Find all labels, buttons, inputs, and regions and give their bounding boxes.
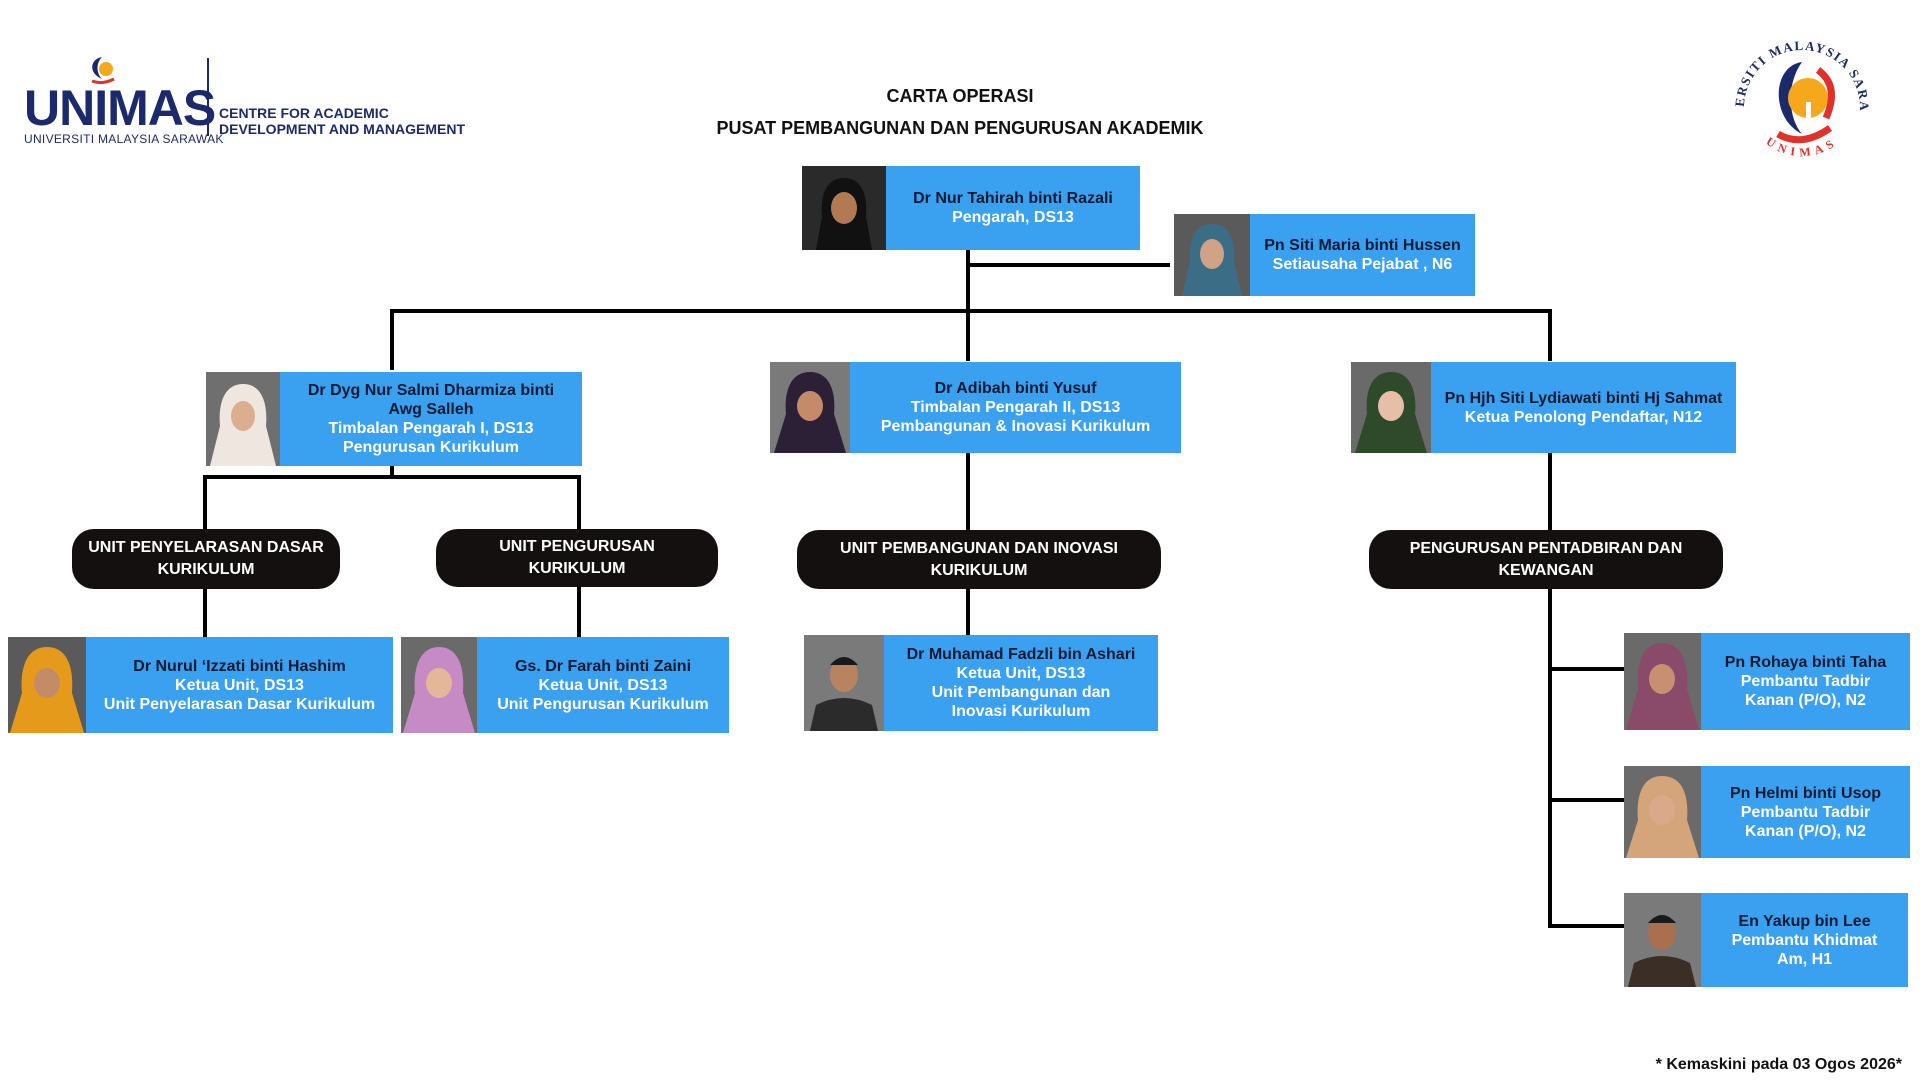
head-3-name: Dr Muhamad Fadzli bin Ashari: [906, 646, 1136, 663]
connector: [203, 585, 207, 637]
staff-3-title: Pembantu Khidmat: [1731, 931, 1878, 949]
deputy-2-portfolio: Pembangunan & Inovasi Kurikulum: [880, 418, 1151, 435]
staff-1-grade: Kanan (P/O), N2: [1745, 692, 1866, 709]
staff-1-title: Pembantu Tadbir: [1740, 673, 1871, 690]
head-3-unit-line2: Inovasi Kurikulum: [951, 703, 1091, 720]
centre-name-line2: DEVELOPMENT AND MANAGEMENT: [219, 121, 466, 137]
card-secretary[interactable]: Pn Siti Maria binti Hussen Setiausaha Pe…: [1174, 214, 1475, 296]
head-2-title: Ketua Unit, DS13: [538, 676, 668, 694]
connector: [390, 309, 394, 370]
photo-deputy-1: [206, 372, 280, 466]
card-head-2[interactable]: Gs. Dr Farah binti Zaini Ketua Unit, DS1…: [401, 637, 729, 733]
card-head-1[interactable]: Dr Nurul ‘Izzati binti Hashim Ketua Unit…: [8, 637, 393, 733]
logo-emblem-icon: [91, 57, 115, 85]
photo-secretary: [1174, 214, 1250, 296]
registrar-name: Pn Hjh Siti Lydiawati binti Hj Sahmat: [1444, 389, 1723, 407]
card-staff-3[interactable]: En Yakup bin Lee Pembantu Khidmat Am, H1: [1624, 893, 1908, 987]
secretary-name: Pn Siti Maria binti Hussen: [1264, 237, 1461, 254]
centre-name: CENTRE FOR ACADEMIC DEVELOPMENT AND MANA…: [219, 105, 465, 137]
staff-2-title: Pembantu Tadbir: [1740, 803, 1871, 821]
photo-head-1: [8, 637, 86, 733]
registrar-title: Ketua Penolong Pendaftar, N12: [1464, 408, 1703, 426]
connector: [966, 450, 970, 530]
photo-head-2: [401, 637, 477, 733]
head-3-unit-line1: Unit Pembangunan dan: [931, 684, 1111, 701]
connector: [577, 583, 581, 637]
unit-3-label-line2: KURIKULUM: [930, 561, 1028, 579]
connector: [1548, 585, 1552, 928]
connector: [390, 309, 1552, 313]
staff-3-name: En Yakup bin Lee: [1738, 912, 1871, 930]
photo-head-3: [804, 635, 884, 731]
unit-penyelarasan-dasar[interactable]: UNIT PENYELARASAN DASAR KURIKULUM: [72, 529, 340, 589]
head-2-unit: Unit Pengurusan Kurikulum: [497, 695, 709, 713]
head-2-name: Gs. Dr Farah binti Zaini: [514, 657, 692, 675]
deputy-1-portfolio: Pengurusan Kurikulum: [342, 439, 520, 456]
secretary-title: Setiausaha Pejabat , N6: [1272, 256, 1453, 273]
connector: [1548, 667, 1624, 671]
unit-4-label-line2: KEWANGAN: [1498, 561, 1594, 579]
card-deputy-2[interactable]: Dr Adibah binti Yusuf Timbalan Pengarah …: [770, 362, 1181, 453]
connector: [203, 475, 581, 479]
seal-icon: UNIVERSITI MALAYSIA SARAWAK UNIMAS: [1715, 10, 1870, 160]
centre-name-line1: CENTRE FOR ACADEMIC: [219, 105, 389, 121]
head-1-name: Dr Nurul ‘Izzati binti Hashim: [133, 657, 346, 675]
deputy-1-name-line1: Dr Dyg Nur Salmi Dharmiza binti: [307, 382, 555, 399]
photo-staff-3: [1624, 893, 1701, 987]
connector: [1548, 798, 1624, 802]
connector: [203, 475, 207, 529]
unit-pentadbiran-kewangan[interactable]: PENGURUSAN PENTADBIRAN DAN KEWANGAN: [1369, 530, 1723, 589]
connector: [966, 263, 1170, 267]
connector: [966, 309, 970, 361]
unit-1-label-line1: UNIT PENYELARASAN DASAR: [88, 539, 324, 556]
connector: [577, 475, 581, 529]
connector: [1548, 309, 1552, 361]
card-deputy-1[interactable]: Dr Dyg Nur Salmi Dharmiza binti Awg Sall…: [206, 372, 582, 466]
connector: [966, 585, 970, 635]
staff-2-name: Pn Helmi binti Usop: [1729, 784, 1882, 802]
unit-1-label-line2: KURIKULUM: [157, 561, 255, 578]
connector: [390, 463, 394, 477]
card-staff-1[interactable]: Pn Rohaya binti Taha Pembantu Tadbir Kan…: [1624, 633, 1910, 730]
unit-pembangunan-inovasi[interactable]: UNIT PEMBANGUNAN DAN INOVASI KURIKULUM: [797, 530, 1161, 589]
unit-4-label-line1: PENGURUSAN PENTADBIRAN DAN: [1409, 539, 1683, 557]
head-1-title: Ketua Unit, DS13: [175, 676, 304, 694]
photo-staff-1: [1624, 633, 1701, 730]
deputy-1-title: Timbalan Pengarah I, DS13: [328, 420, 534, 437]
chart-subtitle: PUSAT PEMBANGUNAN DAN PENGURUSAN AKADEMI…: [716, 118, 1204, 138]
photo-staff-2: [1624, 766, 1701, 858]
director-title: Pengarah, DS13: [952, 209, 1074, 226]
connector: [1548, 924, 1624, 928]
card-registrar[interactable]: Pn Hjh Siti Lydiawati binti Hj Sahmat Ke…: [1351, 362, 1736, 453]
connector: [966, 248, 970, 311]
update-note: * Kemaskini pada 03 Ogos 2026*: [1655, 1056, 1902, 1073]
card-staff-2[interactable]: Pn Helmi binti Usop Pembantu Tadbir Kana…: [1624, 766, 1910, 858]
unit-2-label: UNIT PENGURUSAN KURIKULUM: [499, 538, 655, 577]
staff-1-name: Pn Rohaya binti Taha: [1724, 654, 1887, 671]
unimas-logo: UNIMAS UNIVERSITI MALAYSIA SARAWAK: [24, 55, 223, 146]
unit-3-label-line1: UNIT PEMBANGUNAN DAN INOVASI: [840, 539, 1118, 557]
university-seal: UNIVERSITI MALAYSIA SARAWAK UNIMAS: [1715, 10, 1882, 182]
deputy-1-name-line2: Awg Salleh: [388, 401, 474, 418]
photo-deputy-2: [770, 362, 850, 453]
deputy-2-title: Timbalan Pengarah II, DS13: [910, 399, 1121, 416]
chart-title: CARTA OPERASI: [886, 86, 1034, 106]
staff-2-grade: Kanan (P/O), N2: [1745, 822, 1866, 840]
logo-subtitle: UNIVERSITI MALAYSIA SARAWAK: [24, 132, 224, 146]
director-name: Dr Nur Tahirah binti Razali: [913, 190, 1113, 207]
photo-director: [802, 166, 886, 250]
photo-registrar: [1351, 362, 1431, 453]
header-divider: [207, 58, 209, 136]
staff-3-grade: Am, H1: [1776, 950, 1833, 968]
head-1-unit: Unit Penyelarasan Dasar Kurikulum: [103, 695, 376, 713]
deputy-2-name: Dr Adibah binti Yusuf: [934, 380, 1097, 397]
connector: [1548, 450, 1552, 530]
unit-pengurusan-kurikulum[interactable]: UNIT PENGURUSAN KURIKULUM: [436, 529, 718, 587]
logo-wordmark: UNIMAS: [24, 80, 216, 136]
card-director[interactable]: Dr Nur Tahirah binti Razali Pengarah, DS…: [802, 166, 1140, 250]
head-3-title: Ketua Unit, DS13: [956, 665, 1086, 682]
card-head-3[interactable]: Dr Muhamad Fadzli bin Ashari Ketua Unit,…: [804, 635, 1158, 731]
